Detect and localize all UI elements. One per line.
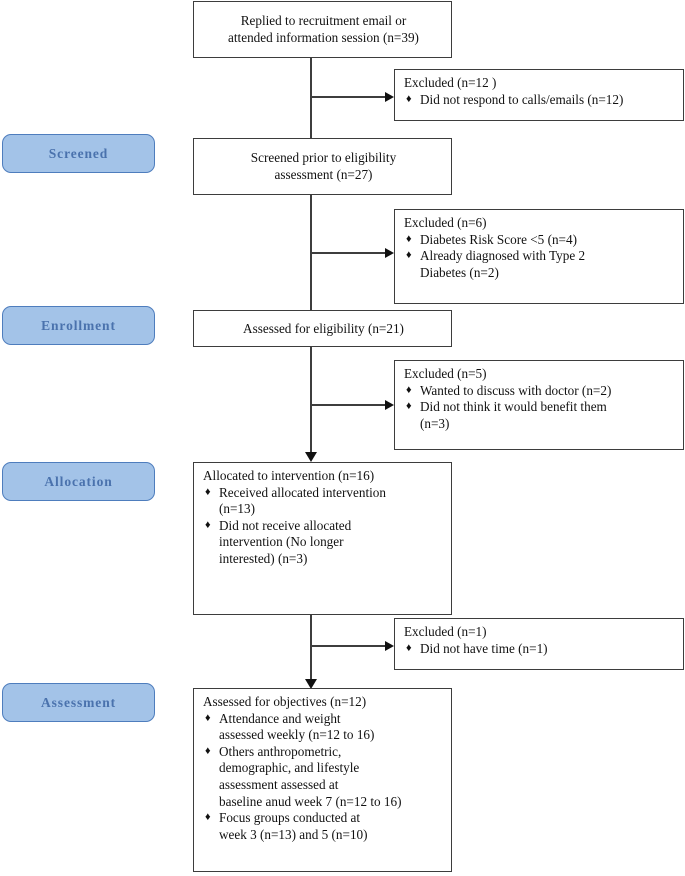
bullet-icon: ♦ <box>406 92 412 105</box>
box-excluded-2-content: Excluded (n=6) ♦ Diabetes Risk Score <5 … <box>395 210 683 285</box>
bullet-icon: ♦ <box>406 641 412 654</box>
box-screened: Screened prior to eligibility assessment… <box>193 138 452 195</box>
connector-branch-to-excluded-3 <box>310 404 386 406</box>
stage-label-allocation: Allocation <box>2 462 155 501</box>
connector-branch-to-excluded-2 <box>310 252 386 254</box>
list-item: ♦ Did not think it would benefit them (n… <box>404 399 676 432</box>
list-item-line: Did not think it would benefit them <box>420 399 607 415</box>
box-allocated-list: ♦ Received allocated intervention (n=13)… <box>203 485 444 568</box>
arrowhead-excluded-4 <box>385 641 394 651</box>
bullet-icon: ♦ <box>205 485 211 498</box>
box-excluded-3-content: Excluded (n=5) ♦ Wanted to discuss with … <box>395 361 683 436</box>
list-item-line: Wanted to discuss with doctor (n=2) <box>420 382 612 398</box>
list-item: ♦ Received allocated intervention (n=13) <box>203 485 444 518</box>
bullet-icon: ♦ <box>406 383 412 396</box>
list-item-line: baseline anud week 7 (n=12 to 16) <box>219 793 402 809</box>
list-item-line: Focus groups conducted at <box>219 810 361 826</box>
list-item-line: Received allocated intervention <box>219 484 386 500</box>
bullet-icon: ♦ <box>205 744 211 757</box>
list-item-line: Diabetes Risk Score <5 (n=4) <box>420 231 577 247</box>
list-item: ♦ Focus groups conducted at week 3 (n=13… <box>203 810 444 843</box>
box-recruitment-line-1: Replied to recruitment email or <box>240 13 407 29</box>
list-item-line: intervention (No longer <box>219 534 344 550</box>
bullet-icon: ♦ <box>205 811 211 824</box>
box-eligibility: Assessed for eligibility (n=21) <box>193 310 452 347</box>
box-excluded-1: Excluded (n=12 ) ♦ Did not respond to ca… <box>394 69 684 121</box>
stage-label-allocation-text: Allocation <box>44 473 113 489</box>
list-item: ♦ Did not receive allocated intervention… <box>203 518 444 568</box>
list-item-line: (n=3) <box>420 415 450 431</box>
connector-eligibility-to-allocation <box>310 347 312 455</box>
box-excluded-2-list: ♦ Diabetes Risk Score <5 (n=4) ♦ Already… <box>404 232 676 282</box>
box-screened-line-1: Screened prior to eligibility <box>250 150 397 166</box>
list-item-line: Diabetes (n=2) <box>420 264 499 280</box>
list-item-line: assessed weekly (n=12 to 16) <box>219 727 375 743</box>
box-allocated-heading: Allocated to intervention (n=16) <box>203 468 375 483</box>
box-excluded-4: Excluded (n=1) ♦ Did not have time (n=1) <box>394 618 684 670</box>
connector-recruitment-to-screened <box>310 58 312 138</box>
arrowhead-excluded-2 <box>385 248 394 258</box>
stage-label-screened: Screened <box>2 134 155 173</box>
box-recruitment: Replied to recruitment email or attended… <box>193 1 452 58</box>
list-item: ♦ Others anthropometric, demographic, an… <box>203 744 444 810</box>
box-screened-line-2: assessment (n=27) <box>274 167 373 182</box>
list-item: ♦ Attendance and weight assessed weekly … <box>203 711 444 744</box>
box-eligibility-line-1: Assessed for eligibility (n=21) <box>243 320 404 336</box>
box-recruitment-line-2: attended information session (n=39) <box>228 30 419 45</box>
box-assessed-heading: Assessed for objectives (n=12) <box>203 694 367 709</box>
list-item-line: Did not respond to calls/emails (n=12) <box>420 91 624 107</box>
bullet-icon: ♦ <box>205 711 211 724</box>
stage-label-enrollment: Enrollment <box>2 306 155 345</box>
box-excluded-3-heading: Excluded (n=5) <box>404 366 487 381</box>
stage-label-assessment-text: Assessment <box>41 694 116 710</box>
list-item-line: Others anthropometric, <box>219 743 342 759</box>
list-item-line: week 3 (n=13) and 5 (n=10) <box>219 826 368 842</box>
list-item-line: assessment assessed at <box>219 776 339 792</box>
box-assessed: Assessed for objectives (n=12) ♦ Attenda… <box>193 688 452 872</box>
connector-branch-to-excluded-1 <box>310 96 386 98</box>
bullet-icon: ♦ <box>406 249 412 262</box>
box-assessed-list: ♦ Attendance and weight assessed weekly … <box>203 711 444 844</box>
box-allocated: Allocated to intervention (n=16) ♦ Recei… <box>193 462 452 615</box>
box-eligibility-content: Assessed for eligibility (n=21) <box>234 316 411 342</box>
list-item-line: Did not have time (n=1) <box>420 640 548 656</box>
arrowhead-assessment <box>305 679 317 689</box>
bullet-icon: ♦ <box>205 518 211 531</box>
list-item-line: demographic, and lifestyle <box>219 760 360 776</box>
list-item-line: Already diagnosed with Type 2 <box>420 248 586 264</box>
box-excluded-2-heading: Excluded (n=6) <box>404 215 487 230</box>
connector-branch-to-excluded-4 <box>310 645 386 647</box>
box-excluded-1-heading: Excluded (n=12 ) <box>404 75 497 90</box>
stage-label-screened-text: Screened <box>48 145 109 161</box>
box-screened-content: Screened prior to eligibility assessment… <box>242 145 403 187</box>
box-excluded-3-list: ♦ Wanted to discuss with doctor (n=2) ♦ … <box>404 383 676 433</box>
box-excluded-1-list: ♦ Did not respond to calls/emails (n=12) <box>404 92 676 109</box>
box-excluded-4-list: ♦ Did not have time (n=1) <box>404 641 676 658</box>
arrowhead-excluded-3 <box>385 400 394 410</box>
box-assessed-content: Assessed for objectives (n=12) ♦ Attenda… <box>194 689 451 847</box>
list-item: ♦ Wanted to discuss with doctor (n=2) <box>404 383 676 400</box>
box-excluded-4-heading: Excluded (n=1) <box>404 624 487 639</box>
connector-allocation-to-assessment <box>310 615 312 683</box>
list-item: ♦ Did not have time (n=1) <box>404 641 676 658</box>
stage-label-assessment: Assessment <box>2 683 155 722</box>
box-excluded-3: Excluded (n=5) ♦ Wanted to discuss with … <box>394 360 684 450</box>
box-recruitment-content: Replied to recruitment email or attended… <box>219 8 426 50</box>
list-item: ♦ Did not respond to calls/emails (n=12) <box>404 92 676 109</box>
bullet-icon: ♦ <box>406 400 412 413</box>
list-item-line: Did not receive allocated <box>219 517 352 533</box>
box-excluded-2: Excluded (n=6) ♦ Diabetes Risk Score <5 … <box>394 209 684 304</box>
list-item-line: interested) (n=3) <box>219 550 308 566</box>
arrowhead-excluded-1 <box>385 92 394 102</box>
box-excluded-1-content: Excluded (n=12 ) ♦ Did not respond to ca… <box>395 70 683 112</box>
arrowhead-allocation <box>305 452 317 462</box>
list-item-line: Attendance and weight <box>219 710 341 726</box>
bullet-icon: ♦ <box>406 232 412 245</box>
list-item-line: (n=13) <box>219 501 256 517</box>
stage-label-enrollment-text: Enrollment <box>41 317 116 333</box>
box-allocated-content: Allocated to intervention (n=16) ♦ Recei… <box>194 463 451 572</box>
list-item: ♦ Diabetes Risk Score <5 (n=4) <box>404 232 676 249</box>
box-excluded-4-content: Excluded (n=1) ♦ Did not have time (n=1) <box>395 619 683 661</box>
list-item: ♦ Already diagnosed with Type 2 Diabetes… <box>404 248 676 281</box>
